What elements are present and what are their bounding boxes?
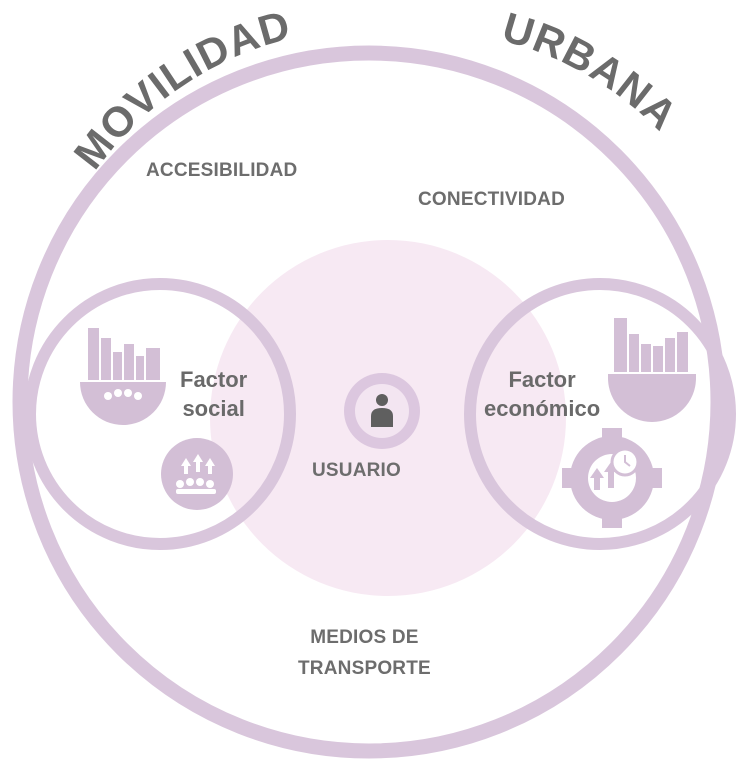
label-factor-social: Factor social — [180, 365, 247, 423]
user-icon — [344, 373, 420, 449]
title-right: URBANA — [497, 3, 687, 139]
economic-ring — [464, 278, 736, 550]
people-growth-icon — [161, 438, 233, 510]
label-medios-transporte: MEDIOS DE TRANSPORTE — [298, 622, 431, 684]
factor-social-line2: social — [182, 396, 245, 421]
city-gear-icon — [608, 318, 696, 422]
medios-line1: MEDIOS DE — [310, 627, 419, 648]
title-left: MOVILIDAD — [65, 1, 296, 177]
label-conectividad: CONECTIVIDAD — [418, 189, 566, 210]
label-factor-economico: Factor económico — [484, 365, 600, 423]
medios-line2: TRANSPORTE — [298, 658, 431, 679]
label-usuario: USUARIO — [312, 460, 402, 481]
outer-ring — [12, 45, 726, 759]
factor-economico-line2: económico — [484, 396, 601, 421]
factor-social-line1: Factor — [180, 367, 248, 392]
social-ring — [24, 278, 296, 550]
factor-economico-line1: Factor — [508, 367, 576, 392]
gear-growth-clock-icon — [562, 428, 662, 528]
label-accesibilidad: ACCESIBILIDAD — [146, 160, 298, 181]
city-people-icon — [80, 328, 166, 425]
